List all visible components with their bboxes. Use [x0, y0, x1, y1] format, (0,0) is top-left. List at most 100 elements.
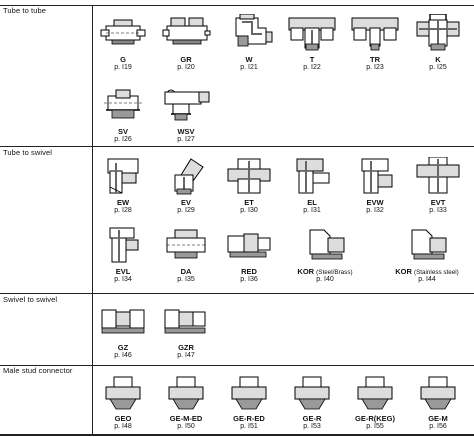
- fitting-item: SV p. I26: [92, 84, 154, 148]
- fitting-item: KOR (Steel/Brass) p. I40: [286, 224, 364, 288]
- item-code: DA: [180, 267, 192, 276]
- item-code: RED: [241, 267, 257, 276]
- fitting-item: KOR (Stainless steel) p. I44: [388, 224, 466, 288]
- row-divider: [0, 146, 474, 147]
- fitting-item: EV p. I29: [155, 155, 217, 219]
- item-code: KOR (Stainless steel): [395, 267, 459, 276]
- fitting-item: GE-M p. I56: [407, 371, 469, 435]
- fitting-item: GZ p. I46: [92, 300, 154, 364]
- fitting-item: EVL p. I34: [92, 224, 154, 288]
- male-stud-keg-icon: [357, 376, 393, 410]
- column-divider: [92, 366, 93, 434]
- row-divider: [0, 293, 474, 294]
- item-code: EVL: [115, 267, 131, 276]
- fitting-item: TR p. I23: [344, 12, 406, 76]
- item-page-ref: p. I46: [114, 352, 132, 359]
- item-code: T: [309, 55, 315, 64]
- item-code: G: [120, 55, 126, 64]
- swivel-tee-branch-icon: [296, 158, 330, 194]
- item-page-ref: p. I32: [366, 207, 384, 214]
- item-code: K: [435, 55, 441, 64]
- bulkhead-union-icon: [104, 89, 142, 119]
- item-page-ref: p. I22: [303, 64, 321, 71]
- column-divider: [92, 5, 93, 146]
- item-page-ref: p. I53: [303, 423, 321, 430]
- item-code: GE-R-ED: [233, 414, 265, 423]
- section-title-swivel-to-swivel: Swivel to swivel: [3, 295, 58, 304]
- item-code: EW: [116, 198, 130, 207]
- item-code: GR: [180, 55, 192, 64]
- union-straight-icon: [100, 19, 146, 45]
- reducer-insert-icon: [309, 229, 345, 260]
- row-divider: [0, 365, 474, 366]
- item-page-ref: p. I27: [177, 136, 195, 143]
- item-page-ref: p. I34: [114, 276, 132, 283]
- fitting-item: WSV p. I27: [155, 84, 217, 148]
- fitting-item: GE-R p. I53: [281, 371, 343, 435]
- cross-icon: [416, 14, 460, 51]
- item-code: GZ: [117, 343, 129, 352]
- fitting-item: EVT p. I33: [407, 155, 469, 219]
- fitting-item: T p. I22: [281, 12, 343, 76]
- item-page-ref: p. I51: [240, 423, 258, 430]
- item-page-ref: p. I48: [114, 423, 132, 430]
- swivel-tee-run-icon: [227, 158, 271, 194]
- section-title-tube-to-swivel: Tube to swivel: [3, 148, 53, 157]
- reducer-icon: [227, 233, 271, 258]
- section-title-male-stud-connector: Male stud connector: [3, 366, 73, 375]
- fitting-item: EVW p. I32: [344, 155, 406, 219]
- item-code: GE-M-ED: [169, 414, 203, 423]
- swivel-elbow-icon: [107, 158, 139, 194]
- item-code: GE-R(KEG): [355, 414, 395, 423]
- fitting-item: G p. I19: [92, 12, 154, 76]
- item-page-ref: p. I20: [177, 64, 195, 71]
- item-code: EV: [180, 198, 191, 207]
- fitting-item: ET p. I30: [218, 155, 280, 219]
- swivel-reducing-union-icon: [164, 309, 206, 334]
- male-stud-metric-icon: [420, 376, 456, 410]
- fitting-item: GR p. I20: [155, 12, 217, 76]
- item-code: EVT: [430, 198, 446, 207]
- reducing-tee-icon: [351, 17, 399, 51]
- fitting-item: GZR p. I47: [155, 300, 217, 364]
- item-code-note: (Steel/Brass): [316, 269, 353, 276]
- item-page-ref: p. I56: [429, 423, 447, 430]
- swivel-union-icon: [101, 309, 145, 334]
- table-top-border: [0, 5, 474, 6]
- fitting-item: RED p. I36: [218, 224, 280, 288]
- item-code-note: (Stainless steel): [413, 269, 459, 276]
- item-page-ref: p. I35: [177, 276, 195, 283]
- fitting-item: GEO p. I48: [92, 371, 154, 435]
- fitting-item: W p. I21: [218, 12, 280, 76]
- item-code: EL: [307, 198, 317, 207]
- fitting-item: EL p. I31: [281, 155, 343, 219]
- swivel-straight-icon: [166, 229, 206, 259]
- item-code: GE-M: [428, 414, 448, 423]
- reducer-union-icon: [162, 17, 211, 45]
- item-page-ref: p. I40: [316, 276, 334, 283]
- reducer-insert-stainless-icon: [411, 229, 447, 260]
- item-page-ref: p. I25: [429, 64, 447, 71]
- item-page-ref: p. I29: [177, 207, 195, 214]
- item-page-ref: p. I26: [114, 136, 132, 143]
- tee-icon: [288, 17, 336, 51]
- item-page-ref: p. I30: [240, 207, 258, 214]
- item-page-ref: p. I33: [429, 207, 447, 214]
- item-page-ref: p. I31: [303, 207, 321, 214]
- item-page-ref: p. I55: [366, 423, 384, 430]
- male-stud-bsp-ed-icon: [231, 376, 267, 410]
- item-page-ref: p. I19: [114, 64, 132, 71]
- male-stud-bsp-icon: [294, 376, 330, 410]
- item-page-ref: p. I50: [177, 423, 195, 430]
- swivel-run-tee-adjustable-icon: [109, 227, 139, 263]
- item-code: GE-R: [302, 414, 322, 423]
- item-page-ref: p. I28: [114, 207, 132, 214]
- male-stud-metric-ed-icon: [168, 376, 204, 410]
- swivel-45-elbow-icon: [174, 158, 204, 195]
- section-title-tube-to-tube: Tube to tube: [3, 6, 47, 15]
- item-code: GEO: [114, 414, 132, 423]
- column-divider: [92, 294, 93, 365]
- fitting-item: GE-R(KEG) p. I55: [344, 371, 406, 435]
- item-page-ref: p. I21: [240, 64, 258, 71]
